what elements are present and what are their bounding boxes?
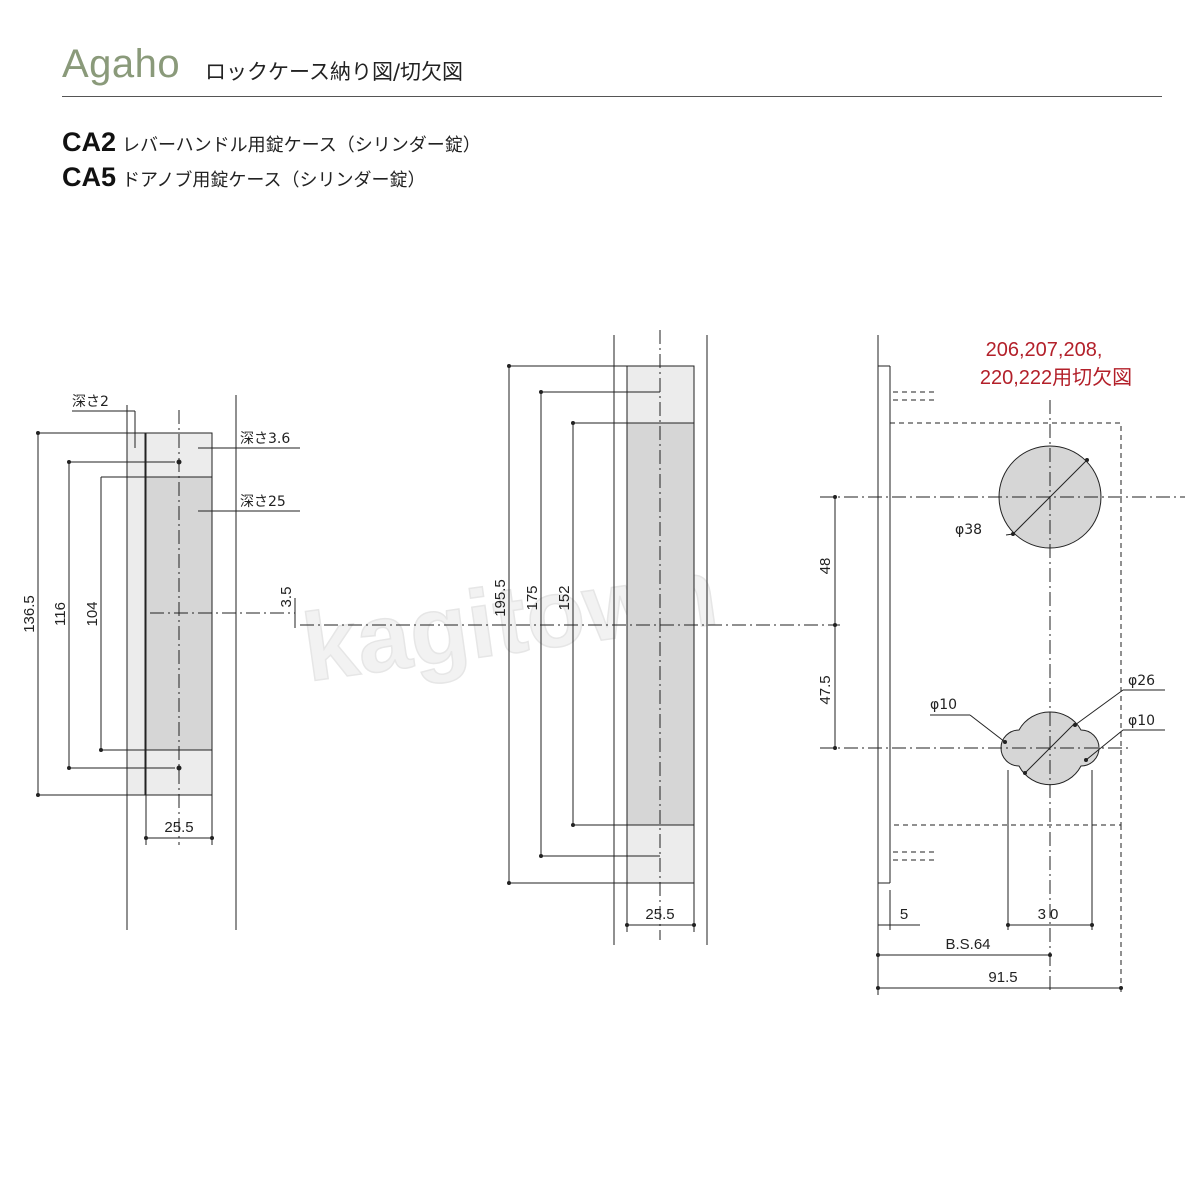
leader-line (1074, 689, 1124, 726)
dim-label: 30 (1038, 906, 1063, 923)
dim-label: 152 (556, 585, 573, 610)
cutout-note: 206,207,208, (986, 339, 1103, 361)
screw-hole (176, 765, 182, 771)
right-drawing (820, 335, 1185, 995)
diameter-label: φ10 (1128, 713, 1155, 729)
dim-label: 48 (817, 558, 834, 575)
dim-label: 5 (900, 906, 908, 923)
dim-label: 116 (52, 602, 69, 626)
dim-label: 104 (84, 601, 101, 626)
depth-label: 深さ3.6 (240, 431, 290, 447)
cutout-note: 220,222用切欠図 (980, 366, 1132, 389)
dim-label: 91.5 (988, 969, 1017, 986)
leader-line (1085, 729, 1124, 761)
model-desc: ドアノブ用錠ケース（シリンダー錠） (122, 170, 426, 191)
dim-label: B.S.64 (945, 936, 990, 953)
brand-name: Agaho (62, 42, 181, 86)
left-drawing (37, 395, 300, 930)
middle-drawing (300, 330, 840, 945)
leader-line (969, 714, 1006, 743)
diameter-label: φ26 (1128, 673, 1155, 689)
dim-label: 175 (524, 585, 541, 610)
diameter-label: φ38 (955, 522, 982, 538)
faceplate-recess (126, 432, 146, 796)
model-code: CA5 (62, 162, 117, 192)
depth-label: 深さ25 (240, 494, 286, 510)
header-rule (62, 96, 1162, 97)
model-code: CA2 (62, 127, 117, 157)
dim-label: 3.5 (278, 587, 295, 608)
model-desc: レバーハンドル用錠ケース（シリンダー錠） (122, 135, 481, 156)
dim-label: 25.5 (645, 906, 674, 923)
depth-label: 深さ2 (72, 394, 109, 410)
cutout-outline (889, 422, 1122, 826)
diameter-label: φ10 (930, 697, 957, 713)
dim-dots (36, 364, 1123, 990)
dim-label: 136.5 (21, 595, 38, 633)
dim-label: 25.5 (164, 819, 193, 836)
dim-label: 47.5 (817, 675, 834, 704)
dim-label: 195.5 (492, 579, 509, 617)
page-subtitle: ロックケース納り図/切欠図 (205, 60, 464, 84)
